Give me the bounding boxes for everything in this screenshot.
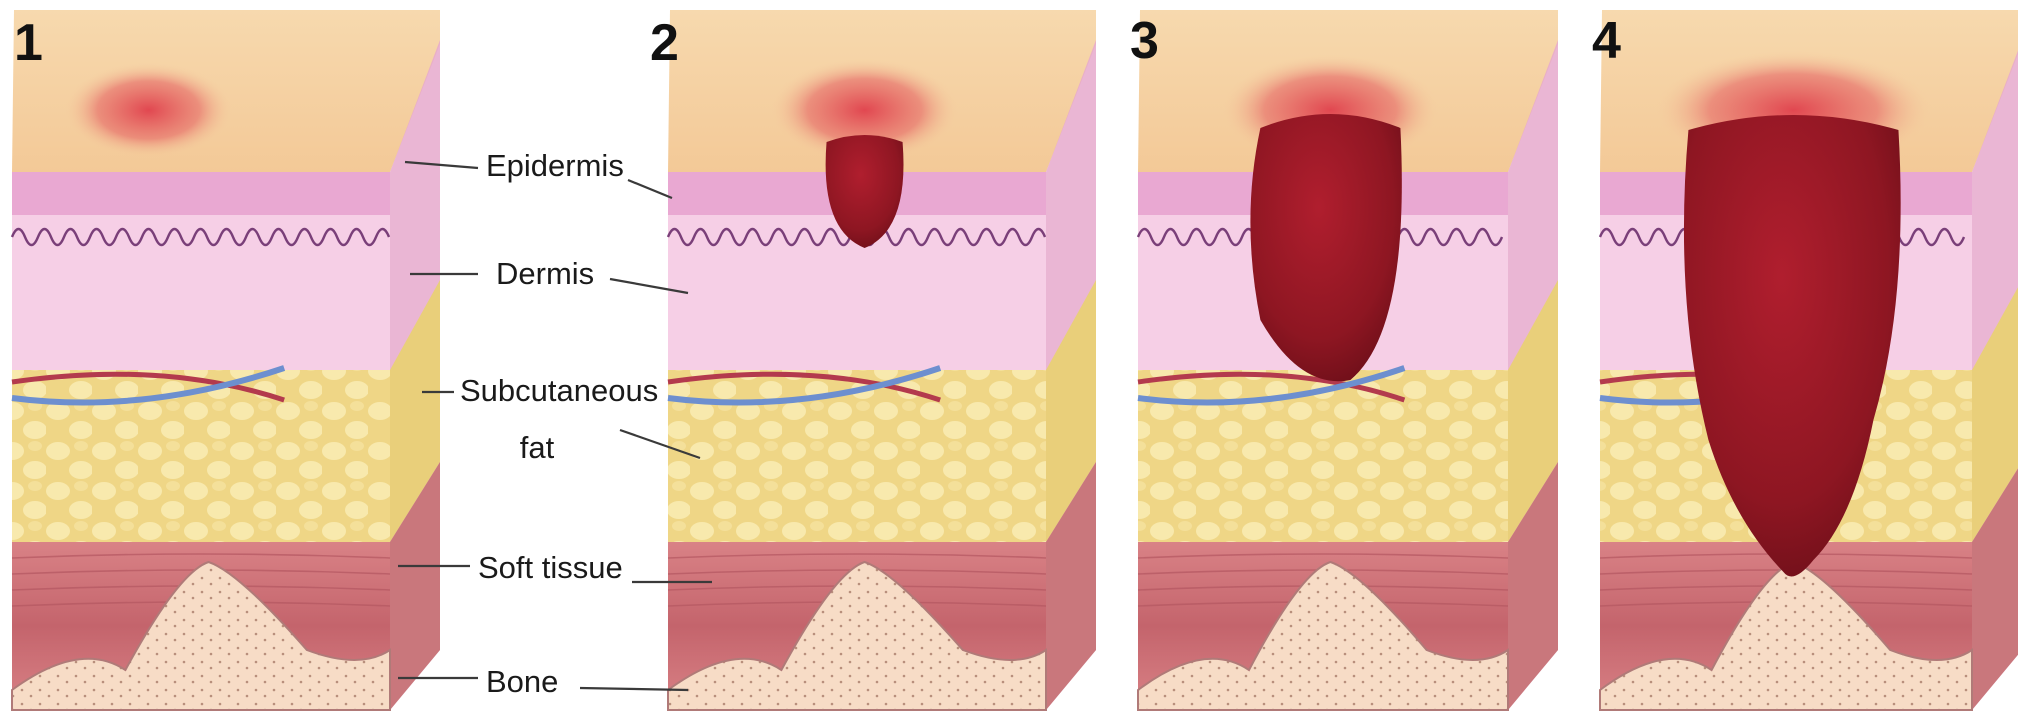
stage-number-1: 1 xyxy=(14,14,43,72)
soft-tissue-label: Soft tissue xyxy=(478,550,623,585)
stage-number-4: 4 xyxy=(1592,12,1621,70)
skin-block-stage-1 xyxy=(12,10,440,710)
stage-number-2: 2 xyxy=(650,14,679,72)
skin-redness xyxy=(64,62,234,158)
skin-block-stage-4 xyxy=(1600,10,2018,710)
subcutaneous-fat-layer xyxy=(668,370,1046,542)
epidermis-label: Epidermis xyxy=(486,148,624,183)
dermis-layer xyxy=(12,215,390,370)
epidermis-layer xyxy=(12,172,390,215)
subcutaneous-fat-label-line2: fat xyxy=(520,430,555,465)
dermis-label: Dermis xyxy=(496,256,594,291)
subcutaneous-fat-layer xyxy=(1138,370,1508,542)
bone-label: Bone xyxy=(486,664,558,699)
skin-block-stage-2 xyxy=(668,10,1096,710)
subcutaneous-fat-layer xyxy=(12,370,390,542)
epidermis-leader-right xyxy=(628,180,672,198)
stage-number-3: 3 xyxy=(1130,12,1159,70)
subcutaneous-fat-label-line1: Subcutaneous xyxy=(460,373,658,408)
skin-block-stage-3 xyxy=(1138,10,1558,710)
